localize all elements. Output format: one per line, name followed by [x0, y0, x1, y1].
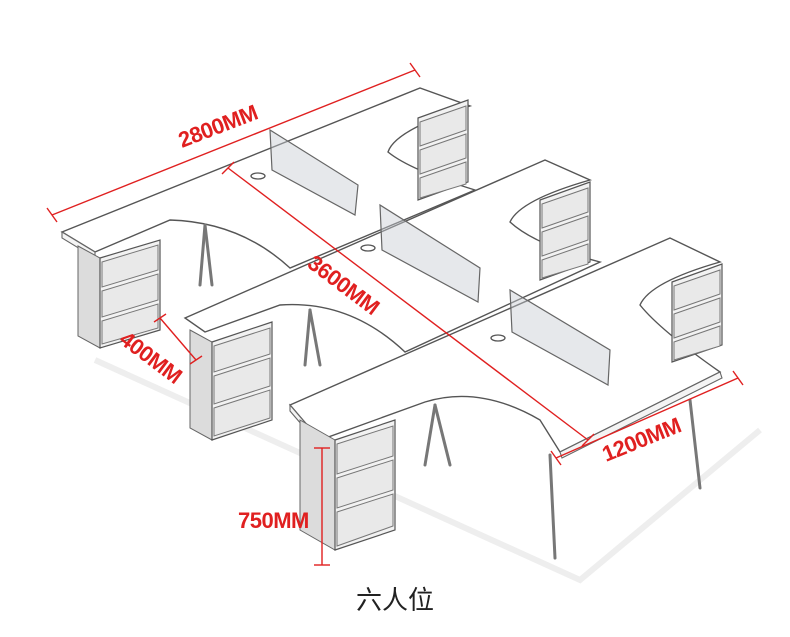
- cable-grommet: [490, 334, 506, 342]
- dimension-depth-line: [550, 370, 744, 466]
- dimension-width-line: [46, 62, 421, 223]
- glass-partition-front: [509, 288, 611, 386]
- return-dimension-label: 400MM: [115, 326, 187, 389]
- pedestal-front-right: [671, 263, 723, 363]
- pedestal-mid-right: [539, 181, 591, 281]
- glass-partition-middle: [379, 203, 481, 303]
- caption-title: 六人位: [355, 586, 434, 616]
- pedestal-mid-left: [189, 321, 273, 441]
- glass-partition-back: [269, 128, 359, 216]
- dimension-return-line: [153, 313, 203, 365]
- height-dimension-label: 750MM: [238, 508, 309, 533]
- width-dimension-label: 2800MM: [175, 100, 261, 153]
- cable-grommet: [250, 172, 266, 180]
- pedestal-back-left: [77, 239, 161, 349]
- pedestal-front-left: [299, 419, 396, 551]
- cable-grommet: [360, 244, 376, 252]
- pedestal-back-right: [417, 99, 469, 201]
- dimension-length-line: [221, 161, 595, 447]
- dimension-height-line: [314, 447, 330, 566]
